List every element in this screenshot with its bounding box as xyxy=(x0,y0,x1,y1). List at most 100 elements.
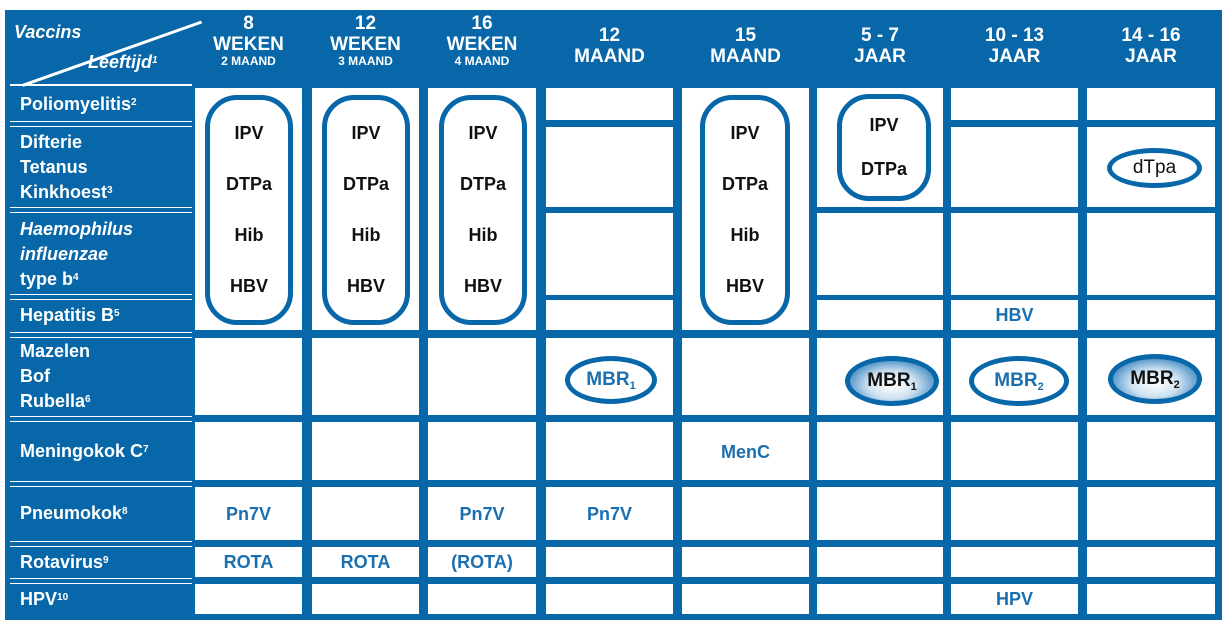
schedule-cell xyxy=(428,422,536,480)
schedule-cell xyxy=(195,547,302,577)
schedule-cell xyxy=(428,487,536,540)
row-separator xyxy=(10,578,192,584)
pn7v-8w: Pn7V xyxy=(225,504,272,524)
schedule-cell xyxy=(1087,422,1215,480)
row-label-line: Tetanus xyxy=(20,156,88,177)
schedule-cell xyxy=(195,584,302,614)
leeftijd-text: Leeftijd xyxy=(88,52,153,72)
hib: Hib xyxy=(234,225,264,245)
schedule-cell xyxy=(195,338,302,415)
footnote-marker: 3 xyxy=(107,184,113,196)
leeftijd-label: Leeftijd1 xyxy=(88,50,158,75)
schedule-cell xyxy=(682,487,809,540)
schedule-cell xyxy=(951,422,1078,480)
row-label-line: Bof xyxy=(20,366,50,386)
hib: Hib xyxy=(730,225,760,245)
header-num: 12 xyxy=(354,13,377,34)
schedule-cell xyxy=(682,422,809,480)
hbv: HBV xyxy=(229,276,268,296)
row-separator xyxy=(10,207,192,213)
schedule-cell xyxy=(546,422,673,480)
hbv: HBV xyxy=(725,276,764,296)
schedule-cell xyxy=(817,300,943,330)
schedule-cell xyxy=(951,547,1078,577)
row-label: Pneumokok8 xyxy=(20,501,128,526)
schedule-cell xyxy=(1087,584,1215,614)
schedule-cell xyxy=(682,338,809,415)
schedule-cell xyxy=(312,338,419,415)
schedule-cell xyxy=(546,547,673,577)
row-label-line: Hepatitis B xyxy=(20,304,115,325)
row-label: Hepatitis B5 xyxy=(20,303,120,328)
hbv: HBV xyxy=(346,276,385,296)
schedule-cell xyxy=(546,127,673,207)
schedule-cell xyxy=(546,88,673,120)
header-sub: 2 MAAND xyxy=(221,54,276,68)
schedule-cell xyxy=(195,422,302,480)
schedule-cell xyxy=(1087,88,1215,120)
schedule-cell xyxy=(546,487,673,540)
rota-8w: ROTA xyxy=(223,552,274,572)
mbr-dose: 2 xyxy=(1173,379,1180,391)
leeftijd-footnote: 1 xyxy=(152,55,158,66)
header-sub: 3 MAAND xyxy=(338,54,393,68)
schedule-cell xyxy=(951,584,1078,614)
schedule-cell xyxy=(546,300,673,330)
header-num: 16 xyxy=(471,13,493,34)
header-num: 12 xyxy=(598,25,621,46)
header-unit: JAAR xyxy=(988,46,1041,67)
vaccins-label: Vaccins xyxy=(14,22,82,42)
header-sub: 4 MAAND xyxy=(454,54,510,68)
footnote-marker: 4 xyxy=(73,271,79,283)
header-unit: JAAR xyxy=(854,46,906,67)
row-label-line: Rotavirus xyxy=(20,551,104,572)
header-num: 15 xyxy=(734,25,757,46)
header-divider xyxy=(10,84,192,86)
schedule-cell xyxy=(1087,300,1215,330)
schedule-cell xyxy=(817,547,943,577)
ipv: IPV xyxy=(468,123,498,143)
schedule-cell xyxy=(817,584,943,614)
footnote-marker: 9 xyxy=(103,554,109,566)
row-label: Rotavirus9 xyxy=(20,550,109,575)
dtpa: DTPa xyxy=(860,159,907,180)
row-label-line: Pneumokok xyxy=(20,503,123,523)
schedule-cell xyxy=(951,300,1078,330)
header-unit: MAAND xyxy=(710,46,781,67)
schedule-cell xyxy=(312,547,419,577)
header-unit: MAAND xyxy=(574,46,645,67)
schedule-cell xyxy=(817,422,943,480)
row-separator xyxy=(10,416,192,422)
row-label-line: Poliomyelitis xyxy=(20,93,132,114)
dtpa-booster: dTpa xyxy=(1132,157,1177,178)
dtpa-booster-ellipse: dTpa xyxy=(1107,148,1202,188)
ipv: IPV xyxy=(869,114,899,135)
row-label-line: type b xyxy=(20,268,74,289)
row-label: HPV10 xyxy=(20,587,68,612)
schedule-cell xyxy=(951,213,1078,295)
schedule-cell xyxy=(428,338,536,415)
row-label-line: Haemophilus xyxy=(20,218,134,239)
row-separator xyxy=(10,332,192,338)
header-num: 5 - 7 xyxy=(860,25,900,46)
row-label-line: Difterie xyxy=(20,131,83,152)
row-separator xyxy=(10,481,192,487)
rota-16w-optional: (ROTA) xyxy=(451,552,513,572)
schedule-cell xyxy=(1087,547,1215,577)
row-label-line: influenzae xyxy=(20,243,109,264)
combo-box-5-7y: IPV DTPa xyxy=(837,94,931,201)
schedule-cell xyxy=(682,547,809,577)
schedule-cell xyxy=(817,487,943,540)
pn7v-16w: Pn7V xyxy=(459,504,505,524)
footnote-marker: 5 xyxy=(114,307,120,319)
